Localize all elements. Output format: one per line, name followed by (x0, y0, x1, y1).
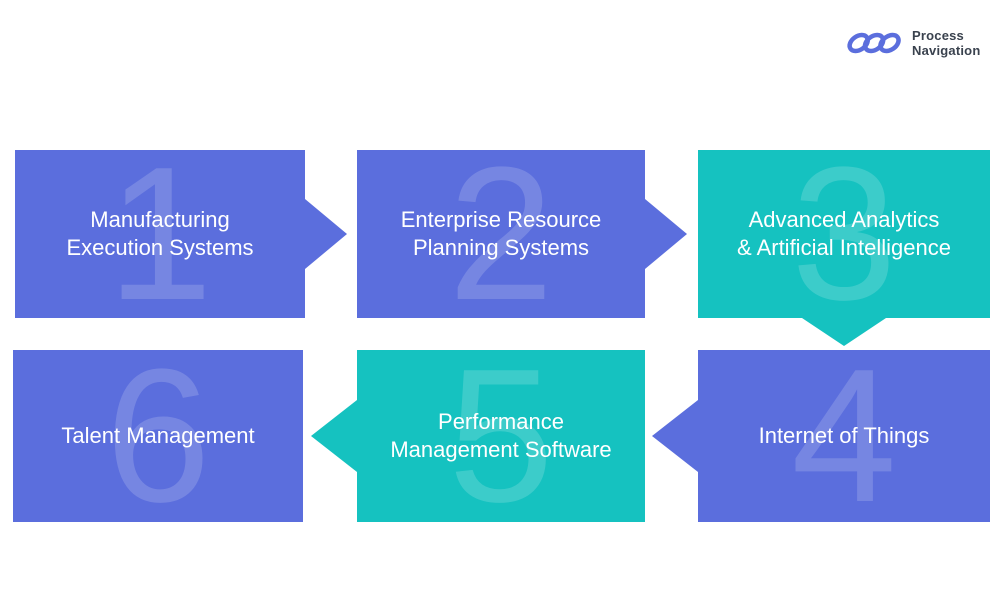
step-2-label: Enterprise Resource Planning Systems (401, 206, 602, 262)
step-2-label-line1: Enterprise Resource (400, 207, 602, 232)
step-5-label-line2: Management Software (390, 437, 612, 462)
step-box-3: 3 Advanced Analytics & Artificial Intell… (698, 139, 990, 346)
triple-loop-icon (847, 32, 901, 54)
step-box-5: 5 Performance Management Software (311, 341, 645, 531)
step-6-label-line1: Talent Management (61, 423, 255, 448)
step-box-2: 2 Enterprise Resource Planning Systems (357, 139, 687, 329)
step-box-4: 4 Internet of Things (652, 341, 990, 531)
step-5-label: Performance Management Software (390, 408, 611, 464)
arrow-right-icon (305, 199, 347, 269)
step-6-label: Talent Management (61, 422, 254, 450)
step-3-label-line1: Advanced Analytics (748, 207, 940, 232)
step-2-label-line2: Planning Systems (412, 235, 590, 260)
step-5-label-line1: Performance (438, 409, 564, 434)
step-1-label-line2: Execution Systems (66, 235, 254, 260)
step-1-label: Manufacturing Execution Systems (66, 206, 253, 262)
step-box-6: 6 Talent Management (13, 341, 303, 531)
brand-name-line1: Process (912, 28, 964, 43)
arrow-right-icon (645, 199, 687, 269)
step-1-label-line1: Manufacturing (90, 207, 230, 232)
brand-name: Process Navigation (912, 28, 980, 58)
brand-name-line2: Navigation (912, 43, 981, 58)
step-4-label: Internet of Things (759, 422, 930, 450)
step-box-1: 1 Manufacturing Execution Systems (15, 139, 347, 329)
step-3-label-line2: & Artificial Intelligence (737, 235, 951, 260)
brand-logo: Process Navigation (846, 28, 980, 58)
step-4-label-line1: Internet of Things (758, 423, 930, 448)
arrow-down-icon (802, 318, 886, 346)
step-3-label: Advanced Analytics & Artificial Intellig… (737, 206, 951, 262)
arrow-left-icon (311, 400, 357, 472)
arrow-left-icon (652, 400, 698, 472)
